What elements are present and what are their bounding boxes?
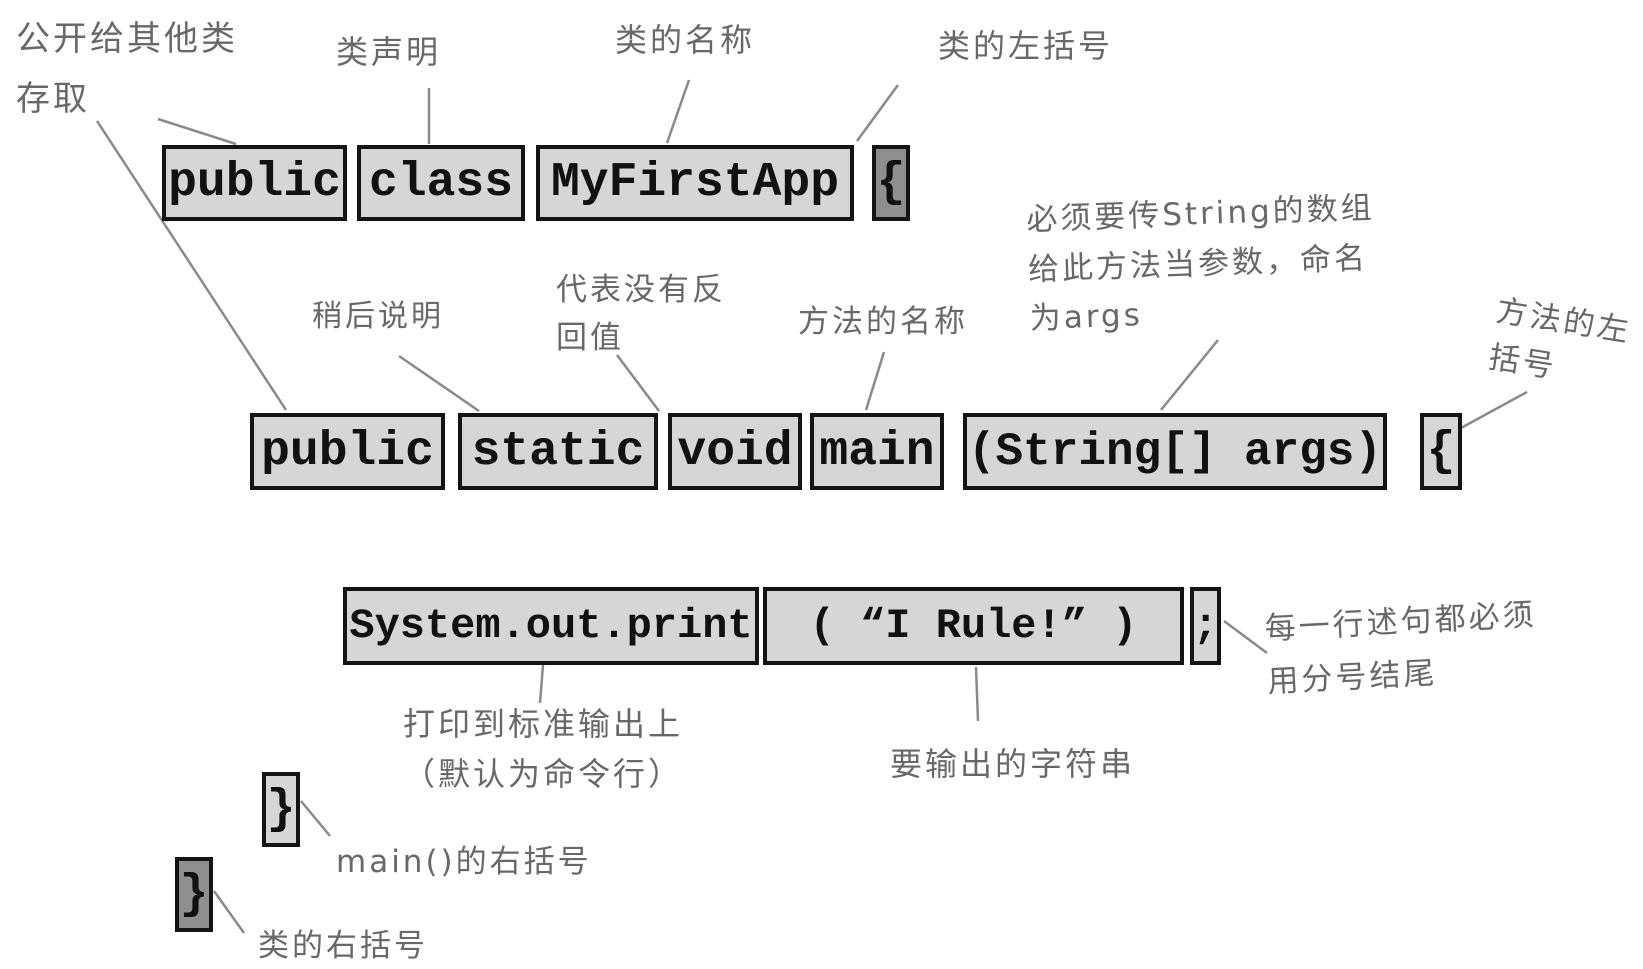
annotation-method-open-brace: 方法的左 括号 — [1486, 292, 1634, 385]
connector-line — [665, 79, 691, 144]
code-token-method-open-brace: { — [1420, 413, 1462, 490]
code-token-class-keyword: class — [357, 145, 525, 221]
annotation-class-open-brace: 类的左括号 — [938, 27, 1114, 65]
code-token-system-out-print: System.out.print — [343, 587, 759, 665]
connector-line — [1460, 390, 1528, 430]
code-token-string-args: (String[] args) — [963, 413, 1387, 490]
connector-line — [974, 666, 980, 722]
code-token-class-name: MyFirstApp — [536, 145, 854, 221]
connector-line — [538, 664, 545, 704]
annotation-string-array-param: 必须要传String的数组 给此方法当参数，命名 为args — [1025, 189, 1376, 338]
annotation-main-close-brace: main()的右括号 — [336, 844, 592, 880]
code-token-string-literal: ( “I Rule!” ) — [763, 587, 1184, 665]
code-token-semicolon: ; — [1190, 587, 1221, 665]
annotation-class-close-brace: 类的右括号 — [258, 928, 428, 964]
annotation-semicolon-rule: 每一行述句都必须 用分号结尾 — [1263, 596, 1538, 700]
annotation-output-string: 要输出的字符串 — [890, 745, 1136, 783]
connector-line — [1223, 619, 1268, 655]
annotation-class-name: 类的名称 — [615, 21, 756, 59]
code-token-void: void — [668, 413, 802, 490]
annotation-public-access: 公开给其他类 存取 — [16, 19, 238, 119]
connector-line — [300, 800, 331, 837]
code-token-main-close-brace: } — [262, 772, 300, 847]
connector-line — [1160, 339, 1219, 411]
code-token-public-class: public — [162, 145, 347, 221]
annotation-class-declaration: 类声明 — [336, 33, 442, 71]
code-token-class-open-brace: { — [872, 145, 910, 221]
annotation-print-to-stdout: 打印到标准输出上 （默认为命令行） — [403, 705, 684, 793]
code-token-public-method: public — [250, 413, 445, 490]
connector-line — [864, 351, 886, 411]
annotation-explained-later: 稍后说明 — [312, 299, 444, 334]
connector-line — [616, 354, 660, 412]
connector-line — [212, 890, 246, 934]
code-token-class-close-brace: } — [175, 857, 213, 932]
code-token-static: static — [458, 413, 658, 490]
annotation-method-name: 方法的名称 — [798, 304, 968, 340]
connector-line — [855, 84, 900, 142]
code-token-main: main — [810, 413, 944, 490]
annotation-no-return-value: 代表没有反 回值 — [556, 272, 726, 357]
connector-line — [398, 354, 480, 413]
